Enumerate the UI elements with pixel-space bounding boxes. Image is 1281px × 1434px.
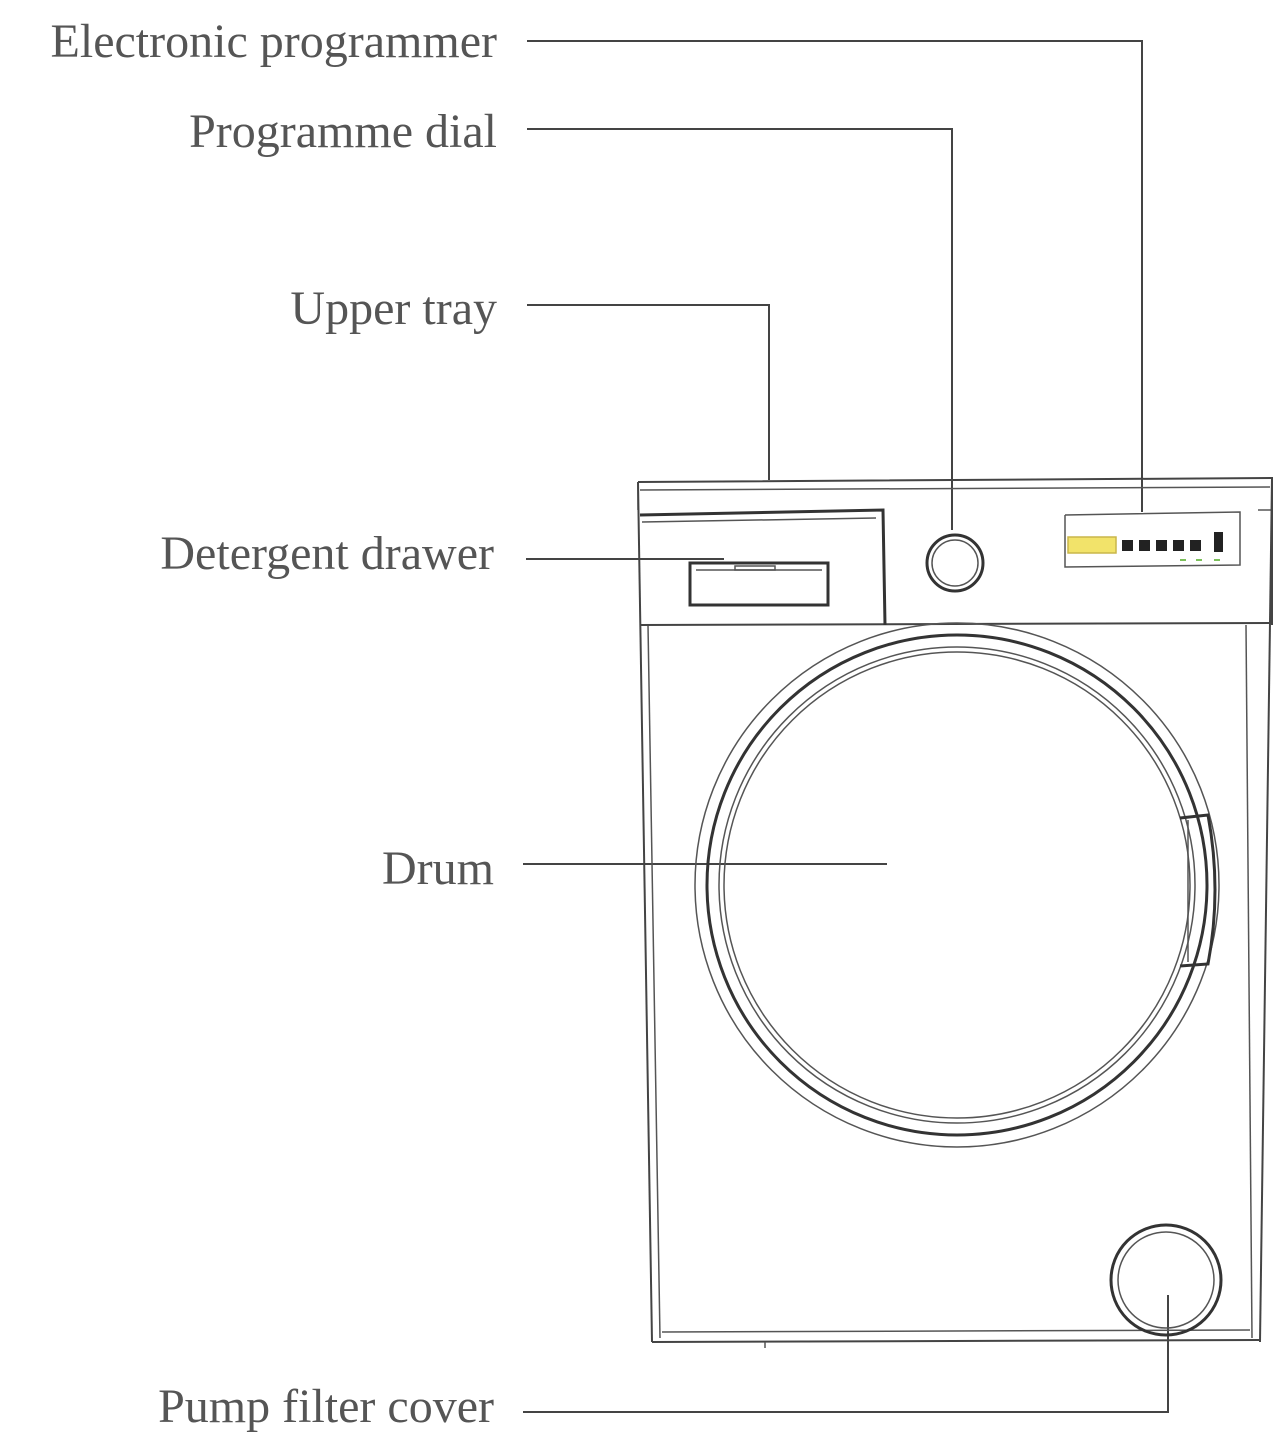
label-electronic-programmer: Electronic programmer [50, 15, 497, 68]
leader-upper-tray [527, 304, 770, 480]
detergent-drawer [639, 508, 887, 626]
pump-filter-cover-icon [1109, 1223, 1223, 1337]
programme-dial-icon [925, 533, 985, 593]
leader-pump-filter-cover [523, 1295, 1169, 1413]
label-pump-filter-cover: Pump filter cover [158, 1380, 494, 1433]
machine-body [637, 476, 1273, 1348]
leader-programme-dial [527, 128, 953, 530]
leader-electronic-programmer [527, 40, 1143, 512]
electronic-programmer-panel [1064, 511, 1241, 568]
display-screen [1067, 536, 1117, 554]
drum-door [694, 622, 1220, 1148]
label-programme-dial: Programme dial [189, 105, 497, 158]
label-upper-tray: Upper tray [290, 282, 497, 335]
label-drum: Drum [382, 842, 494, 895]
label-detergent-drawer: Detergent drawer [160, 527, 494, 580]
top-lid [637, 476, 1273, 625]
leader-lines [523, 40, 1169, 1413]
